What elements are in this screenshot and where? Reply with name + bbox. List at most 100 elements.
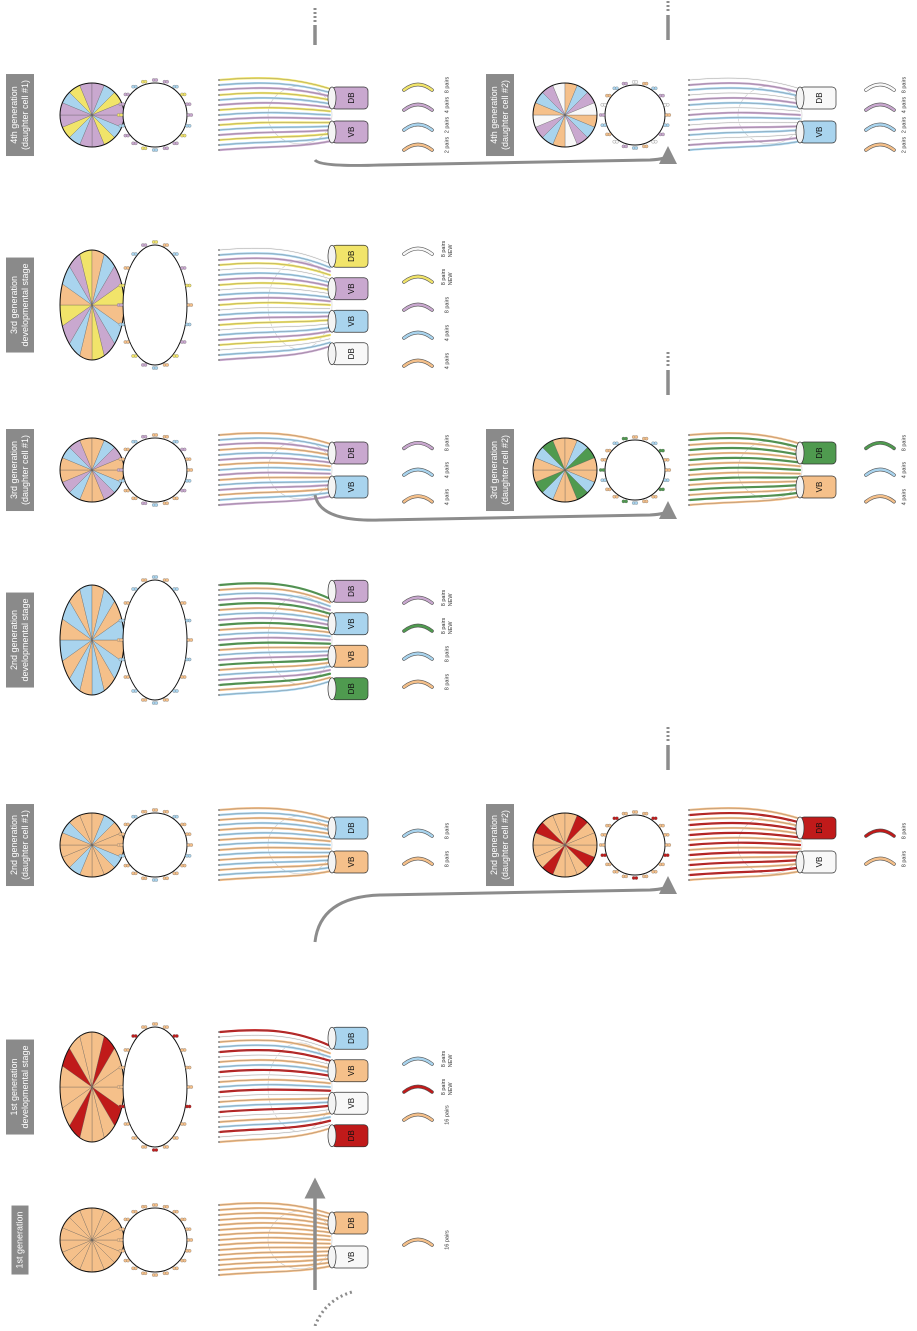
strand-end xyxy=(688,864,690,866)
microtubule-edge xyxy=(219,292,331,298)
basal-body-dot xyxy=(644,811,649,816)
column-title-gen4d1-text: 4th generation(daughter cell #1) xyxy=(6,73,34,157)
box-cap xyxy=(795,475,805,499)
microtubule-edge xyxy=(689,817,801,827)
basal-body-dot xyxy=(182,266,187,270)
basal-body-dot xyxy=(121,1227,125,1231)
strand-end xyxy=(688,844,690,846)
strand-end xyxy=(218,624,220,626)
microtubule-edge xyxy=(219,1120,331,1133)
basal-body-dot xyxy=(175,141,179,146)
microtubule-edge xyxy=(219,481,331,486)
microtubule-edge xyxy=(219,112,331,116)
pair-count-gen2dev-0-text: 8 pairs xyxy=(445,674,452,691)
bundle-box-db: DB xyxy=(795,86,837,110)
strand-end xyxy=(218,1229,220,1231)
rosette-gen4d1 xyxy=(59,82,125,148)
microtubule-edge xyxy=(219,612,331,622)
basal-body-dot xyxy=(175,814,179,819)
microtubule-edge xyxy=(219,602,331,614)
microtubule-edge xyxy=(219,102,331,108)
microtubule-edge xyxy=(689,822,801,831)
microtubule-edge xyxy=(219,1035,331,1050)
microtubule-edge xyxy=(219,1098,331,1103)
basal-body-dot xyxy=(182,863,187,868)
microtubule-edge xyxy=(219,492,331,501)
swatches-gen1dev xyxy=(402,1056,434,1122)
swatch-orange xyxy=(402,143,434,152)
microtubule-edge xyxy=(219,666,331,676)
basal-body-dot xyxy=(603,103,607,107)
microtubule-edge xyxy=(219,488,331,496)
microtubule-edge xyxy=(689,863,801,871)
basal-body-dot xyxy=(653,86,658,91)
basal-body-dot xyxy=(121,618,125,623)
microtubule-edge xyxy=(689,112,801,116)
microtubule-edge xyxy=(219,82,331,93)
basal-body-dot xyxy=(644,144,649,149)
strand-end xyxy=(688,149,690,151)
strand-end xyxy=(218,249,220,251)
bundle-box-vb: VB xyxy=(795,850,837,874)
ring-gen1 xyxy=(116,1203,194,1277)
strand-end xyxy=(218,479,220,481)
basal-body-dot xyxy=(165,79,169,84)
microtubule-edge xyxy=(689,107,801,112)
basal-body-dot xyxy=(182,601,187,605)
swatch-orange xyxy=(402,680,434,689)
pair-count-line: 8 pairs xyxy=(444,435,451,452)
box-cap xyxy=(327,850,337,874)
strand-end xyxy=(218,1204,220,1206)
basal-body-dot xyxy=(187,457,192,461)
bundle-box-db: DB xyxy=(327,441,369,465)
microtubule-edge xyxy=(219,316,331,321)
basal-body-dot xyxy=(665,478,670,482)
strand-end xyxy=(688,809,690,811)
microtubule-edge xyxy=(219,297,331,302)
title-line: 2nd generation xyxy=(9,609,19,671)
microtubule-edge xyxy=(219,1101,331,1108)
microtubule-edge xyxy=(219,277,331,287)
microtubule-edge xyxy=(689,97,801,104)
title-line: developmental stage xyxy=(20,598,30,682)
strand-end xyxy=(218,694,220,696)
basal-body-dot xyxy=(165,698,169,702)
column-title-gen1-text: 1st generation xyxy=(11,1205,29,1275)
microtubule-edge xyxy=(689,871,801,881)
strand-end xyxy=(218,1106,220,1108)
pair-count-line: 8 pairs xyxy=(444,645,451,663)
microtubule-edge xyxy=(219,319,331,326)
microtubule-edge xyxy=(689,92,801,101)
bundle-box-db: DB xyxy=(327,86,369,110)
microtubule-edge xyxy=(219,1232,331,1237)
basal-body-dot xyxy=(121,322,125,327)
strand-end xyxy=(218,289,220,291)
bundle-box-vb: VB xyxy=(327,309,369,333)
strand-end xyxy=(218,464,220,466)
title-line: 1st generation xyxy=(14,1211,25,1269)
strand-end xyxy=(218,1081,220,1083)
basal-body-dot xyxy=(143,79,148,84)
bundle-box-vb: VB xyxy=(795,120,837,144)
basal-body-dot xyxy=(607,862,612,867)
box-cap xyxy=(327,441,337,465)
microtubule-edge xyxy=(689,832,801,838)
box-cap xyxy=(327,1245,337,1269)
basal-body-dot xyxy=(121,1104,125,1109)
microtubule-edge xyxy=(219,141,331,151)
basal-body-dot xyxy=(601,468,606,472)
strand-end xyxy=(218,844,220,846)
pair-count-line: 4 pairs xyxy=(444,96,451,114)
basal-body-dot xyxy=(661,93,665,98)
strand-end xyxy=(218,1056,220,1058)
ring-outline xyxy=(604,814,666,876)
box-label: VB xyxy=(347,127,356,138)
basket-gen3dev xyxy=(218,247,333,362)
box-cap xyxy=(327,1211,337,1235)
strand-end xyxy=(218,1096,220,1098)
basal-body-dot xyxy=(634,501,639,505)
microtubule-edge xyxy=(219,617,331,626)
microtubule-edge xyxy=(219,137,331,146)
